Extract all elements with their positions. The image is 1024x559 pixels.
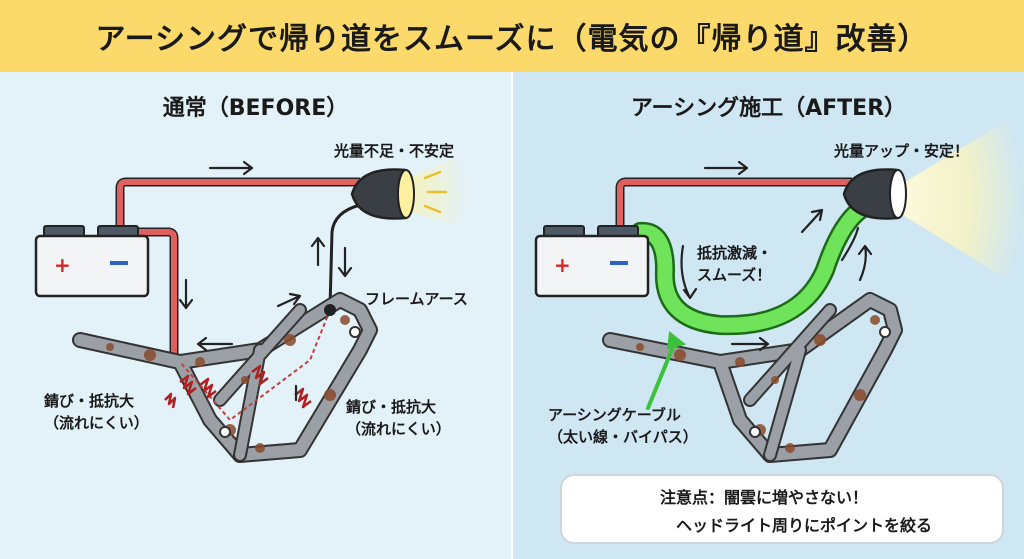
svg-text:+: + (54, 253, 71, 277)
panel-divider (511, 72, 513, 559)
rust-label-2-line1: 錆び・抵抗大 (346, 398, 437, 416)
frame-earth-point (324, 304, 336, 316)
cable-label-line2: （太い線・バイパス） (548, 428, 698, 446)
resist-label-line2: スムーズ！ (697, 266, 772, 284)
svg-text:+: + (554, 253, 571, 277)
headlight-icon-right (842, 168, 907, 220)
arrow-icon-right (680, 160, 873, 352)
arrow-icon (178, 160, 353, 402)
battery-icon-right: + (534, 225, 650, 298)
rust-label-1-line2: （流れにくい） (44, 414, 149, 432)
frame-left (72, 292, 378, 463)
after-heading: アーシング施工（AFTER） (630, 96, 907, 121)
light-label-before: 光量不足・不安定 (334, 142, 455, 160)
before-panel (0, 72, 511, 559)
battery-icon: + (34, 225, 150, 298)
headlight-ground-wire-left (328, 203, 361, 309)
return-path-left (179, 309, 331, 422)
title-bar: アーシングで帰り道をスムーズに（電気の『帰り道』改善） (0, 0, 1024, 72)
glow-rays-left (423, 170, 448, 214)
caution-line1: 注意点：闇雲に増やさない！ (660, 488, 869, 507)
page-title: アーシングで帰り道をスムーズに（電気の『帰り道』改善） (95, 22, 929, 57)
rust-label-2-line2: （流れにくい） (346, 420, 451, 438)
headlight-glow-strong (895, 110, 1024, 290)
resist-label-line1: 抵抗激減・ (697, 244, 773, 262)
light-label-after: 光量アップ・安定！ (834, 142, 970, 160)
positive-wire-right (615, 177, 852, 230)
frame-right (602, 292, 903, 463)
cable-pointer-arrow (646, 331, 687, 410)
rust-label-1-line1: 錆び・抵抗大 (44, 392, 135, 410)
headlight-icon (350, 168, 415, 220)
cable-label-line1: アーシングケーブル (548, 406, 681, 424)
caution-note: 注意点：闇雲に増やさない！ ヘッドライト周りにポイントを絞る (560, 474, 1004, 544)
frame-earth-label: フレームアース (365, 290, 468, 308)
positive-wire-left (115, 177, 360, 230)
before-heading: 通常（BEFORE） (162, 96, 349, 121)
headlight-glow-weak (405, 150, 470, 230)
caution-line2: ヘッドライト周りにポイントを絞る (676, 516, 933, 535)
resistance-zigzag-icon (164, 364, 312, 409)
